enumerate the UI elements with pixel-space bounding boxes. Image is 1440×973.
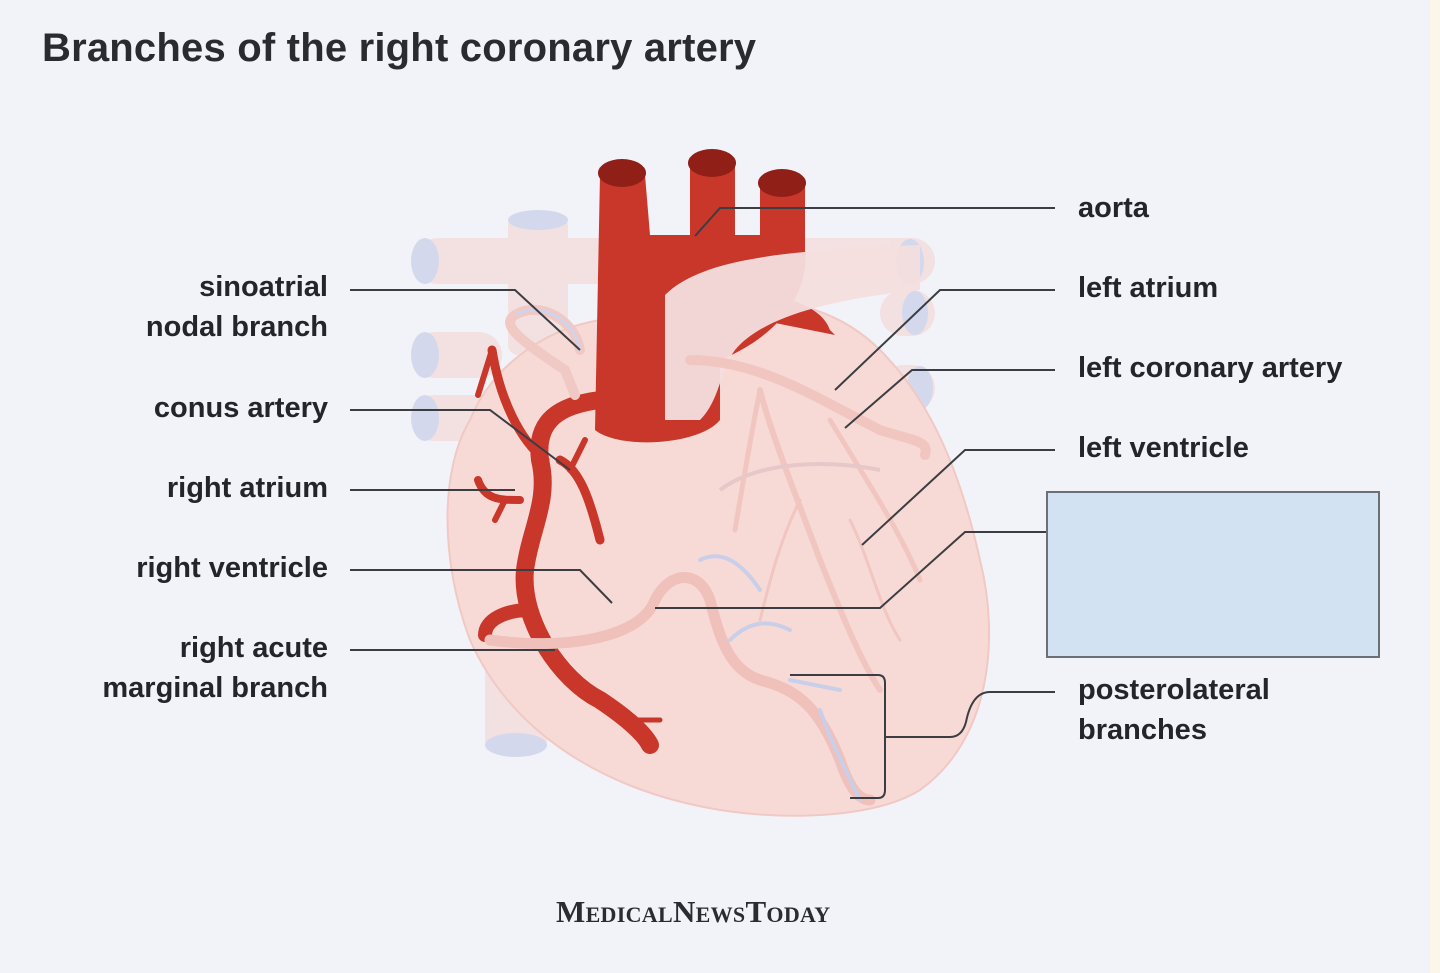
pulmonary-trunk bbox=[665, 245, 920, 420]
label-left-coronary-artery: left coronary artery bbox=[1078, 352, 1343, 384]
leader-posterolateral bbox=[885, 691, 1055, 738]
label-right-acute-line2: marginal branch bbox=[102, 672, 328, 704]
leader-aorta bbox=[694, 207, 1055, 237]
leader-conus bbox=[350, 409, 571, 471]
medical-news-today-logo: MEDICALNEWSTODAY bbox=[556, 894, 831, 929]
leader-right-ventricle bbox=[350, 569, 613, 604]
label-conus-artery: conus artery bbox=[153, 392, 328, 424]
leader-left-atrium bbox=[834, 289, 1055, 391]
right-edge-strip bbox=[1430, 0, 1440, 973]
label-left-atrium: left atrium bbox=[1078, 272, 1219, 304]
left-coronary-branches bbox=[685, 355, 931, 693]
label-sinoatrial-line2: nodal branch bbox=[145, 311, 328, 343]
leader-left-coronary bbox=[844, 369, 1055, 429]
label-aorta: aorta bbox=[1078, 192, 1149, 224]
leader-left-ventricle bbox=[861, 449, 1055, 546]
blank-answer-box[interactable] bbox=[1046, 491, 1380, 658]
label-right-acute-line1: right acute bbox=[179, 632, 328, 664]
label-right-ventricle: right ventricle bbox=[136, 552, 328, 584]
diagram-title: Branches of the right coronary artery bbox=[42, 26, 757, 70]
label-sinoatrial-line1: sinoatrial bbox=[199, 271, 328, 303]
leader-answer-box bbox=[655, 531, 1046, 609]
label-right-atrium: right atrium bbox=[166, 472, 328, 504]
sinoatrial-branch-outline bbox=[514, 308, 582, 351]
label-posterolateral-line1: posterolateral bbox=[1078, 674, 1270, 706]
label-posterolateral-line2: branches bbox=[1078, 714, 1207, 746]
great-cardiac-vein bbox=[718, 462, 881, 492]
leader-lines bbox=[350, 207, 1055, 799]
label-left-ventricle: left ventricle bbox=[1078, 432, 1249, 464]
leader-sinoatrial bbox=[350, 289, 581, 351]
posterior-branches bbox=[484, 554, 876, 806]
